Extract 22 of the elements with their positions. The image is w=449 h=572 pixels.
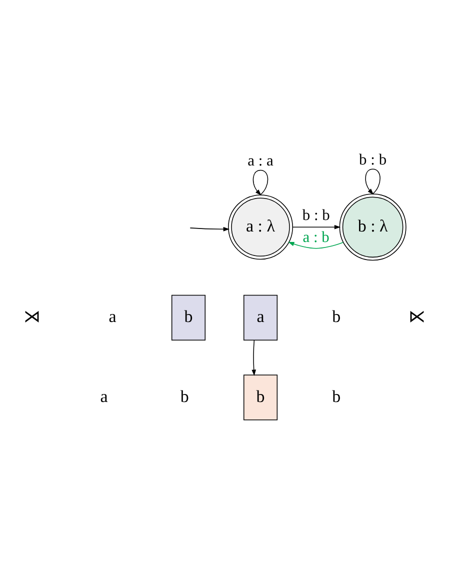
- label: ⋉: [408, 307, 426, 326]
- edge-label: b : b: [359, 151, 387, 168]
- label: a: [108, 307, 116, 326]
- arrow: [292, 224, 341, 230]
- label: ⋊: [24, 307, 41, 326]
- node-box: b: [243, 374, 278, 420]
- edge-label: b : b: [302, 207, 330, 224]
- node-circle: a : λ: [228, 194, 293, 260]
- node-box: b: [171, 294, 206, 341]
- edge-label: a : a: [248, 152, 274, 170]
- label: b: [180, 386, 189, 406]
- label: b: [332, 307, 341, 326]
- arrow: [190, 227, 230, 232]
- label: b: [332, 386, 341, 406]
- arrow: [365, 168, 380, 195]
- label: a: [100, 386, 108, 406]
- node-circle: b : λ: [339, 194, 406, 261]
- edge-label: a : b: [302, 228, 330, 246]
- arrow: [252, 170, 268, 196]
- arrow: [288, 242, 344, 249]
- node-box: a: [243, 294, 278, 341]
- arrow: [252, 340, 256, 376]
